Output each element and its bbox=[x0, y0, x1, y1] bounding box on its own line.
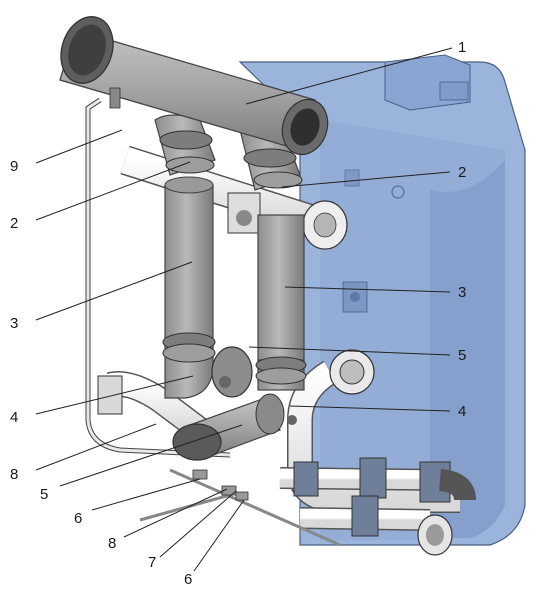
leader-3-left bbox=[35, 261, 193, 321]
callout-5-left: 5 bbox=[40, 486, 48, 503]
leader-2-right bbox=[281, 171, 451, 188]
leader-3-right bbox=[284, 286, 451, 293]
leader-4-left bbox=[35, 375, 194, 415]
callout-6-left: 6 bbox=[74, 510, 82, 527]
lower-elbows bbox=[162, 332, 307, 399]
leader-lines bbox=[35, 47, 453, 572]
white-pipes bbox=[97, 349, 476, 556]
leader-9-left bbox=[35, 129, 123, 164]
callout-3-right: 3 bbox=[458, 284, 466, 301]
leader-5-left bbox=[59, 424, 243, 487]
leader-7-bottom bbox=[159, 490, 237, 558]
callout-4-right: 4 bbox=[458, 403, 466, 420]
leader-8-bottom bbox=[123, 488, 228, 538]
leader-6-left bbox=[91, 478, 201, 511]
callout-8-bottom: 8 bbox=[108, 535, 116, 552]
callout-1-right: 1 bbox=[458, 39, 466, 56]
callout-4-left: 4 bbox=[10, 409, 18, 426]
top-flue-manifold bbox=[59, 16, 329, 156]
leader-2-left bbox=[35, 161, 191, 221]
callout-2-right: 2 bbox=[458, 164, 466, 181]
lower-flue-outlet bbox=[172, 393, 297, 461]
leader-4-right bbox=[289, 405, 451, 412]
callout-labels: 1 2 3 5 4 9 2 3 4 8 5 6 8 7 6 bbox=[10, 39, 466, 588]
callout-5-right: 5 bbox=[458, 347, 466, 364]
callout-6-bottom: 6 bbox=[184, 571, 192, 588]
callout-7-bottom: 7 bbox=[148, 554, 156, 571]
callout-2-left: 2 bbox=[10, 215, 18, 232]
callout-9-left: 9 bbox=[10, 158, 18, 175]
leader-1-right bbox=[245, 47, 453, 105]
callout-3-left: 3 bbox=[10, 315, 18, 332]
leader-8-left bbox=[35, 423, 157, 471]
leader-5-right bbox=[248, 346, 451, 356]
flue-pipe-left-vertical bbox=[164, 176, 214, 346]
callout-8-left: 8 bbox=[10, 466, 18, 483]
white-header-pipe bbox=[120, 145, 348, 250]
condensate-line bbox=[85, 97, 231, 458]
flue-pipe-right-vertical bbox=[257, 214, 305, 366]
leader-6-bottom bbox=[193, 499, 245, 572]
